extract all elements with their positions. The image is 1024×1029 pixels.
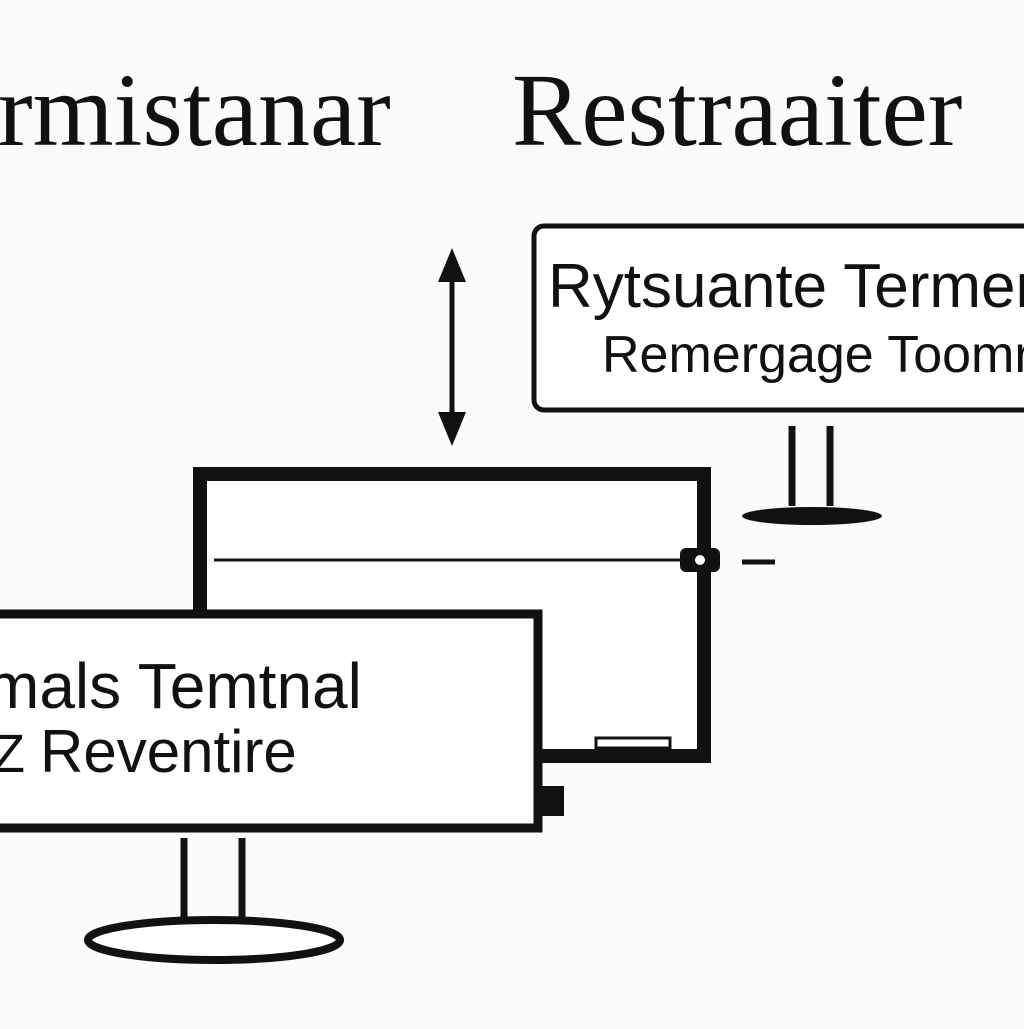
diagram-heading: rmistanar Restraaiter: [0, 53, 962, 168]
front-monitor: mals Temtnal Z Reventire: [0, 609, 543, 964]
top-monitor-line1: Rytsuante Termer: [548, 252, 1024, 321]
heading-left-text: rmistanar: [0, 53, 391, 168]
top-monitor: Rytsuante Termer Remergage Toomr: [531, 223, 1024, 565]
top-monitor-screen: [531, 223, 1024, 413]
front-monitor-line2-prefix: Z: [0, 724, 25, 784]
front-monitor-base: [84, 916, 344, 964]
front-monitor-line2: Reventire: [40, 718, 297, 785]
heading-right-text: Restraaiter: [512, 53, 962, 168]
front-monitor-screen: [0, 609, 543, 833]
back-monitor-slot: [594, 736, 672, 750]
top-monitor-line2: Remergage Toomr: [602, 326, 1024, 384]
back-monitor-side-tab: [542, 786, 564, 816]
back-monitor-port-hole: [695, 555, 705, 565]
front-monitor-line1: mals Temtnal: [0, 650, 362, 722]
double-arrow-icon: [438, 248, 466, 446]
top-monitor-base: [742, 507, 882, 525]
